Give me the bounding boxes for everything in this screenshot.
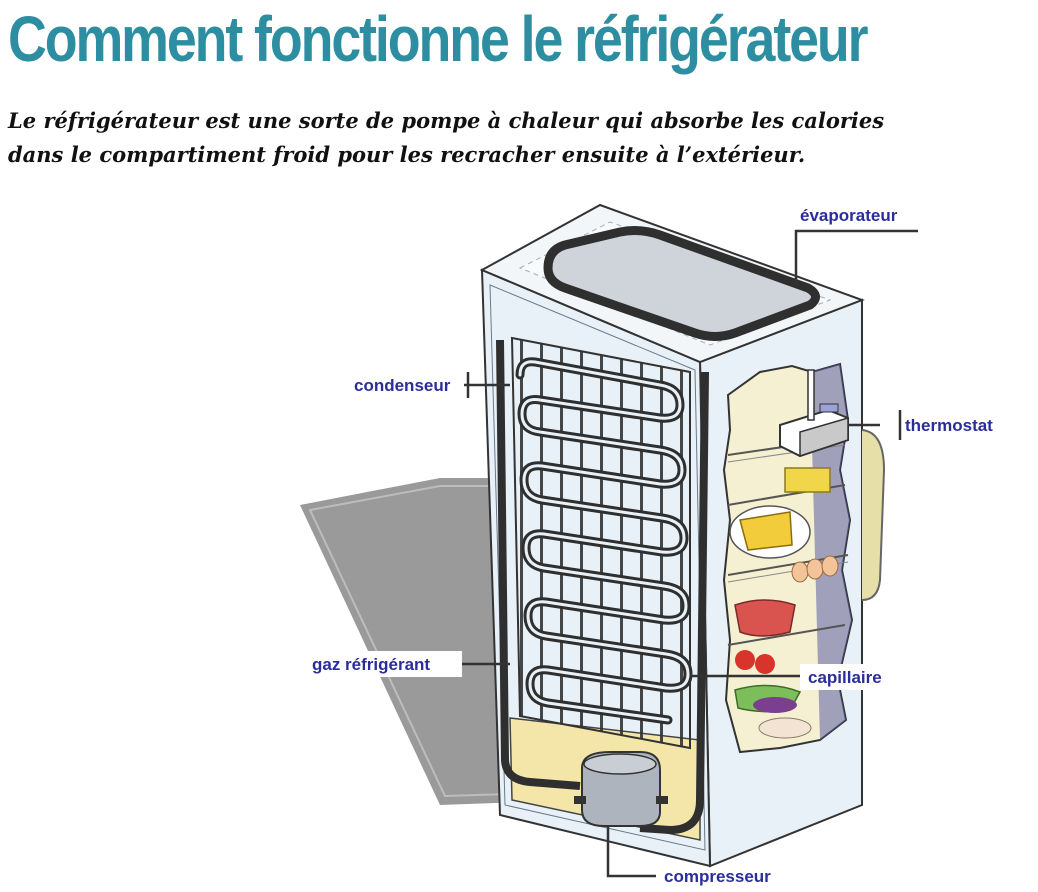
compressor-device — [574, 751, 668, 827]
label-condenseur: condenseur — [354, 376, 451, 395]
intro-line-2: dans le compartiment froid pour les recr… — [8, 142, 806, 167]
label-capillaire: capillaire — [808, 668, 882, 687]
condenser-coil — [496, 336, 709, 835]
label-gaz-refrigerant: gaz réfrigérant — [312, 655, 430, 674]
thermostat-device — [779, 369, 849, 458]
callout-lines — [462, 229, 918, 878]
fridge-top-evaporator — [479, 203, 865, 364]
intro-text: Le réfrigérateur est une sorte de pompe … — [8, 104, 884, 172]
intro-line-1: Le réfrigérateur est une sorte de pompe … — [8, 108, 885, 133]
page-title: Comment fonctionne le réfrigérateur — [8, 3, 869, 75]
label-compresseur: compresseur — [664, 867, 771, 886]
label-thermostat: thermostat — [905, 416, 993, 435]
label-evaporateur: évaporateur — [800, 206, 898, 225]
fridge-interior-cutaway — [722, 362, 854, 754]
